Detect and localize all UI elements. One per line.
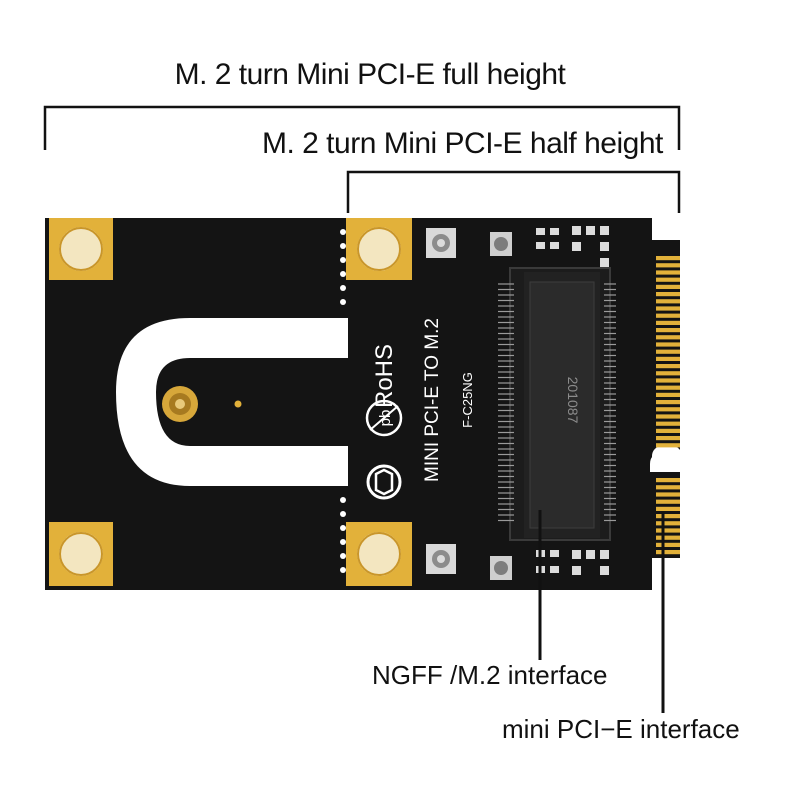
gold-finger	[656, 263, 680, 268]
gold-finger	[656, 521, 680, 526]
board-title-text: MINI PCI-E TO M.2	[422, 318, 443, 482]
screw-standoff	[162, 386, 242, 422]
m2-socket	[509, 267, 611, 541]
gold-finger	[656, 328, 680, 333]
gold-finger	[656, 492, 680, 497]
gold-finger	[656, 364, 680, 369]
u-slot	[116, 318, 348, 486]
gold-finger	[656, 414, 680, 419]
gold-finger	[656, 535, 680, 540]
gold-finger	[656, 385, 680, 390]
gold-finger	[656, 499, 680, 504]
full-height-bracket	[43, 105, 681, 150]
gold-finger	[656, 542, 680, 547]
smd-pads	[536, 226, 609, 575]
gold-finger	[656, 514, 680, 519]
gold-finger	[656, 299, 680, 304]
gold-finger	[656, 400, 680, 405]
gold-finger	[656, 356, 680, 361]
brand-logo-icon	[366, 464, 402, 500]
gold-finger	[656, 421, 680, 426]
ngff-interface-label: NGFF /M.2 interface	[372, 660, 608, 690]
half-height-bracket	[346, 170, 681, 213]
gold-finger	[656, 392, 680, 397]
rohs-text: RoHS	[371, 344, 398, 408]
gold-finger	[656, 407, 680, 412]
gold-finger	[656, 371, 680, 376]
full-height-label: M. 2 turn Mini PCI-E full height	[174, 58, 566, 91]
lead-free-icon: pb	[365, 399, 403, 437]
gold-finger	[656, 378, 680, 383]
gold-finger	[656, 292, 680, 297]
break-line-dots	[340, 229, 346, 573]
gold-finger	[656, 550, 680, 555]
gold-finger	[656, 478, 680, 483]
gold-finger	[656, 335, 680, 340]
gold-finger	[656, 485, 680, 490]
pb-symbol-text: pb	[377, 410, 394, 427]
gold-finger	[656, 436, 680, 441]
gold-finger	[656, 306, 680, 311]
gold-finger	[656, 443, 680, 448]
gold-finger	[656, 313, 680, 318]
board-model-text: F-C25NG	[460, 372, 475, 428]
gold-finger	[656, 256, 680, 261]
gold-finger	[656, 506, 680, 511]
gold-finger	[656, 428, 680, 433]
gold-finger	[656, 528, 680, 533]
gold-finger	[656, 284, 680, 289]
gold-finger	[656, 270, 680, 275]
mounting-pads	[49, 218, 412, 586]
gold-finger	[656, 277, 680, 282]
m2-socket-pins	[498, 283, 616, 522]
pcie-gold-fingers	[656, 256, 680, 555]
antenna-connectors	[426, 228, 512, 580]
gold-finger	[656, 349, 680, 354]
half-height-label: M. 2 turn Mini PCI-E half height	[262, 127, 663, 160]
gold-finger	[656, 342, 680, 347]
mini-pcie-interface-label: mini PCI−E interface	[502, 714, 740, 744]
connector-marking-text: 201087	[565, 377, 581, 424]
gold-finger	[656, 320, 680, 325]
